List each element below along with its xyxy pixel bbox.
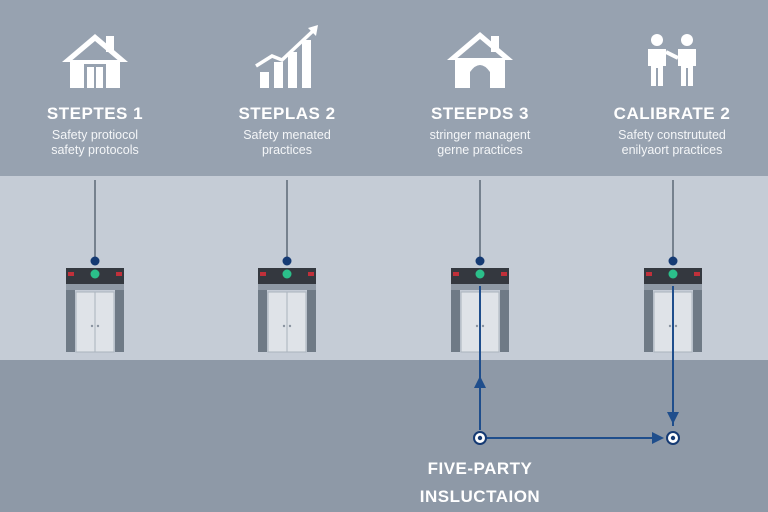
step-description: Safety protiocol safety protocols — [51, 128, 139, 157]
security-gate-1 — [66, 180, 124, 353]
footer-label: FIVE-PARTY INSLUCTAION — [419, 459, 541, 506]
arrow-down-icon — [667, 412, 679, 424]
gate-frame — [258, 290, 267, 352]
green-indicator — [475, 269, 485, 279]
two-people-icon — [582, 22, 762, 88]
step-1: STEPTES 1 Safety protiocol safety protoc… — [5, 22, 185, 158]
warning-light — [68, 272, 74, 276]
house-arch-icon — [390, 22, 570, 88]
security-gate-2 — [258, 180, 316, 353]
gate-frame — [451, 290, 460, 352]
step-description: Safety menated practices — [243, 128, 331, 157]
gate-frame — [307, 290, 316, 352]
status-node — [90, 256, 100, 266]
warning-light — [116, 272, 122, 276]
warning-light — [501, 272, 507, 276]
gate-frame — [500, 290, 509, 352]
gate-frame — [66, 290, 75, 352]
gate-frame — [115, 290, 124, 352]
floor-band — [0, 360, 768, 512]
step-title: STEPLAS 2 — [238, 104, 336, 123]
step-title: STEEPDS 3 — [430, 104, 530, 123]
warning-light — [694, 272, 700, 276]
green-indicator — [90, 269, 100, 279]
arrow-right-icon — [652, 432, 664, 444]
step-description: stringer managent gerne practices — [429, 128, 531, 157]
step-description: Safety constrututed enilyaort practices — [618, 128, 726, 157]
house-door-icon — [5, 22, 185, 88]
header-band — [0, 0, 768, 176]
growth-chart-icon — [197, 22, 377, 88]
step-title: STEPTES 1 — [46, 104, 144, 123]
step-2: STEPLAS 2 Safety menated practices — [197, 22, 377, 158]
step-3: STEEPDS 3 stringer managent gerne practi… — [390, 22, 570, 158]
gate-frame — [644, 290, 653, 352]
status-node — [282, 256, 292, 266]
warning-light — [260, 272, 266, 276]
green-indicator — [668, 269, 678, 279]
warning-light — [308, 272, 314, 276]
warning-light — [646, 272, 652, 276]
step-title: CALIBRATE 2 — [613, 104, 731, 123]
green-indicator — [282, 269, 292, 279]
flow-path — [473, 286, 680, 445]
corridor-band — [0, 176, 768, 360]
status-node — [668, 256, 678, 266]
step-4: CALIBRATE 2 Safety constrututed enilyaor… — [582, 22, 762, 158]
warning-light — [453, 272, 459, 276]
status-node — [475, 256, 485, 266]
arrow-up-icon — [474, 376, 486, 388]
gate-frame — [693, 290, 702, 352]
